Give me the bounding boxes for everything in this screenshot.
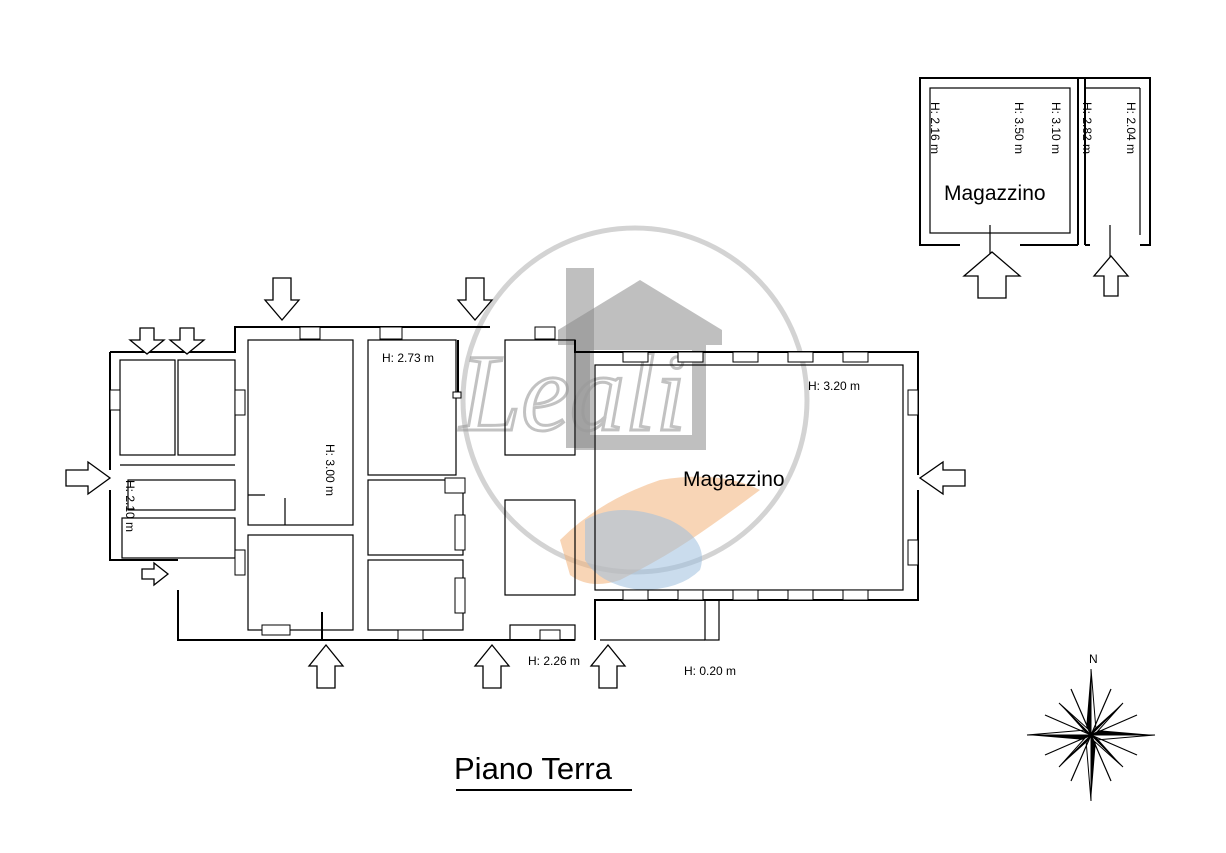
entrance-arrow-icon <box>962 251 1022 299</box>
plan-title: Piano Terra <box>454 751 613 786</box>
entrance-arrow-icon <box>1092 254 1130 297</box>
height-room: H: 2.73 m <box>382 351 434 365</box>
compass-rose-icon: N <box>1026 652 1156 802</box>
annex-height-1: H: 2.16 m <box>928 102 942 154</box>
main-building <box>109 326 919 641</box>
annex-height-2: H: 3.50 m <box>1012 102 1026 154</box>
entrance-arrow-icon <box>65 460 112 496</box>
storage-label: Magazzino <box>683 468 785 491</box>
height-hall: H: 3.00 m <box>323 444 337 496</box>
annex-height-5: H: 2.04 m <box>1124 102 1138 154</box>
logo-watermark-icon: Leali <box>457 225 810 590</box>
watermark-text: Leali <box>458 332 686 454</box>
entrance-arrows <box>65 251 1130 689</box>
entrance-arrow-icon <box>168 327 206 355</box>
entrance-arrow-icon <box>473 643 511 689</box>
compass-north-label: N <box>1089 652 1098 666</box>
entrance-arrow-icon <box>128 327 166 355</box>
entrance-arrow-icon <box>589 643 627 689</box>
annex-storage-label: Magazzino <box>944 182 1046 205</box>
entrance-arrow-icon <box>141 561 170 587</box>
entrance-arrow-icon <box>263 277 301 322</box>
height-storage: H: 3.20 m <box>808 379 860 393</box>
annex-height-3: H: 3.10 m <box>1049 102 1063 154</box>
entrance-arrow-icon <box>307 643 345 689</box>
entrance-arrow-icon <box>456 277 494 322</box>
height-entrance: H: 2.10 m <box>123 480 137 532</box>
height-step: H: 0.20 m <box>684 664 736 678</box>
entrance-arrow-icon <box>918 460 966 496</box>
height-corridor: H: 2.26 m <box>528 654 580 668</box>
annex-height-4: H: 2.82 m <box>1080 102 1094 154</box>
annex-building <box>919 77 1151 260</box>
